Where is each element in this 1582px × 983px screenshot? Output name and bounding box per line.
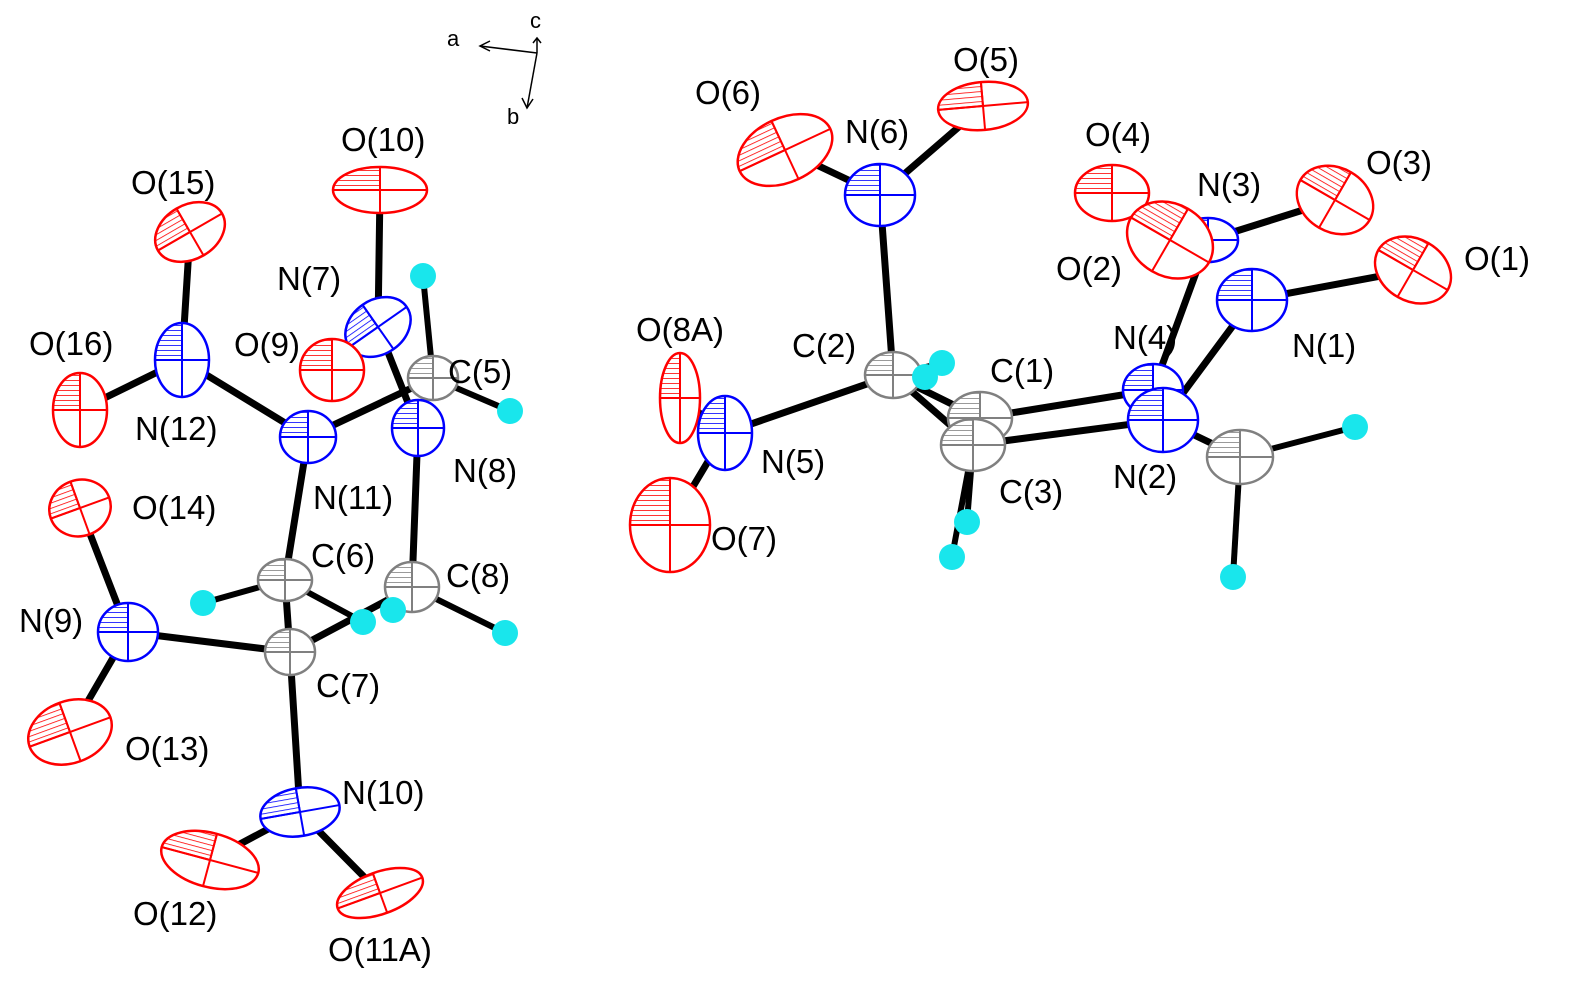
axes-indicator: a b c bbox=[447, 8, 542, 129]
hydrogen-atom-11 bbox=[1220, 564, 1246, 590]
atom-c7 bbox=[263, 627, 317, 677]
atom-label-c8: C(8) bbox=[446, 557, 510, 594]
hydrogen-atom-2 bbox=[190, 590, 216, 616]
atom-n5 bbox=[696, 394, 754, 472]
hydrogen-atom-1 bbox=[497, 398, 523, 424]
atom-label-o16: O(16) bbox=[29, 325, 113, 362]
atom-label-o13: O(13) bbox=[125, 730, 209, 767]
bond-14 bbox=[286, 648, 304, 816]
atom-label-n8: N(8) bbox=[453, 452, 517, 489]
atom-o5 bbox=[936, 80, 1030, 132]
atom-label-o2: O(2) bbox=[1056, 250, 1122, 287]
atom-n12 bbox=[153, 321, 211, 399]
atom-c3 bbox=[939, 417, 1007, 473]
axis-a-arrow bbox=[479, 45, 538, 54]
atom-o1 bbox=[1373, 235, 1453, 305]
atom-label-n6: N(6) bbox=[845, 113, 909, 150]
hydrogen-atom-10 bbox=[1342, 414, 1368, 440]
atom-label-c2: C(2) bbox=[792, 327, 856, 364]
atom-n8 bbox=[390, 398, 446, 458]
hydrogen-atom-9 bbox=[939, 544, 965, 570]
hydrogen-atom-3 bbox=[350, 609, 376, 635]
axis-a-label: a bbox=[447, 26, 460, 51]
atom-label-n7: N(7) bbox=[277, 260, 341, 297]
atom-label-c7: C(7) bbox=[316, 667, 380, 704]
atom-label-n11: N(11) bbox=[313, 479, 393, 516]
atom-n2 bbox=[1126, 386, 1200, 454]
atom-label-o4: O(4) bbox=[1085, 116, 1151, 153]
atom-o14 bbox=[48, 478, 112, 538]
atom-n11 bbox=[278, 409, 338, 465]
atom-label-o9: O(9) bbox=[234, 326, 300, 363]
atom-label-n1: N(1) bbox=[1292, 327, 1356, 364]
atom-label-o14: O(14) bbox=[132, 489, 216, 526]
atom-o16 bbox=[51, 371, 109, 449]
atom-label-n4: N(4) bbox=[1113, 319, 1177, 356]
atom-o9 bbox=[298, 337, 366, 403]
atom-o12 bbox=[159, 829, 261, 891]
axis-b-label: b bbox=[507, 104, 519, 129]
atom-o13 bbox=[26, 698, 114, 766]
atom-n6 bbox=[843, 162, 917, 228]
atom-label-o6: O(6) bbox=[695, 74, 761, 111]
hydrogen-atom-8 bbox=[954, 509, 980, 535]
atom-o11a bbox=[335, 866, 425, 920]
atom-label-n2: N(2) bbox=[1113, 458, 1177, 495]
axis-b-arrow bbox=[526, 52, 538, 109]
hydrogen-atoms bbox=[190, 263, 1368, 646]
bond-20 bbox=[721, 371, 897, 437]
hydrogen-atom-5 bbox=[380, 597, 406, 623]
atom-label-o5: O(5) bbox=[953, 41, 1019, 78]
atom-label-n12: N(12) bbox=[135, 410, 218, 447]
atom-n10 bbox=[259, 786, 341, 838]
atom-label-n5: N(5) bbox=[761, 443, 825, 480]
hydrogen-atom-0 bbox=[410, 263, 436, 289]
atom-c5 bbox=[406, 354, 460, 402]
atom-label-o11a: O(11A) bbox=[328, 931, 432, 968]
atom-o7 bbox=[628, 476, 712, 574]
atom-label-o12: O(12) bbox=[133, 895, 217, 932]
atom-n7 bbox=[344, 295, 412, 359]
atom-n1 bbox=[1215, 267, 1289, 333]
atom-label-c3: C(3) bbox=[999, 473, 1063, 510]
atom-label-o8a: O(8A) bbox=[636, 311, 724, 348]
atom-c6 bbox=[256, 557, 314, 603]
hydrogen-atom-7 bbox=[912, 364, 938, 390]
atom-ch bbox=[1205, 428, 1275, 486]
atom-label-c1: C(1) bbox=[990, 352, 1054, 389]
atom-label-c5: C(5) bbox=[448, 353, 512, 390]
atom-labels: O(15) O(10) O(16) N(12) N(7) O(9) C(5) N… bbox=[19, 41, 1530, 968]
atom-label-o7: O(7) bbox=[711, 520, 777, 557]
atom-label-o3: O(3) bbox=[1366, 144, 1432, 181]
atom-label-c6: C(6) bbox=[311, 537, 375, 574]
axis-c-label: c bbox=[530, 8, 541, 33]
atom-o6 bbox=[736, 112, 834, 188]
atom-label-o1: O(1) bbox=[1464, 240, 1530, 277]
axis-a-arrowhead bbox=[478, 40, 491, 52]
atom-o4 bbox=[1073, 163, 1151, 223]
atom-label-n10: N(10) bbox=[342, 774, 425, 811]
atom-label-n3: N(3) bbox=[1197, 166, 1261, 203]
atom-label-o10: O(10) bbox=[341, 121, 425, 158]
atom-o2 bbox=[1125, 200, 1215, 280]
hydrogen-atom-4 bbox=[492, 620, 518, 646]
atom-o15 bbox=[153, 200, 227, 264]
atom-o10 bbox=[331, 165, 429, 215]
atom-o3 bbox=[1295, 164, 1375, 236]
atoms bbox=[26, 80, 1453, 920]
atom-label-n9: N(9) bbox=[19, 602, 83, 639]
atom-o8a bbox=[658, 351, 702, 445]
axis-b-arrowhead bbox=[521, 97, 534, 110]
atom-n9 bbox=[96, 601, 160, 663]
axis-c-arrowhead bbox=[532, 36, 542, 44]
atom-label-o15: O(15) bbox=[131, 164, 215, 201]
